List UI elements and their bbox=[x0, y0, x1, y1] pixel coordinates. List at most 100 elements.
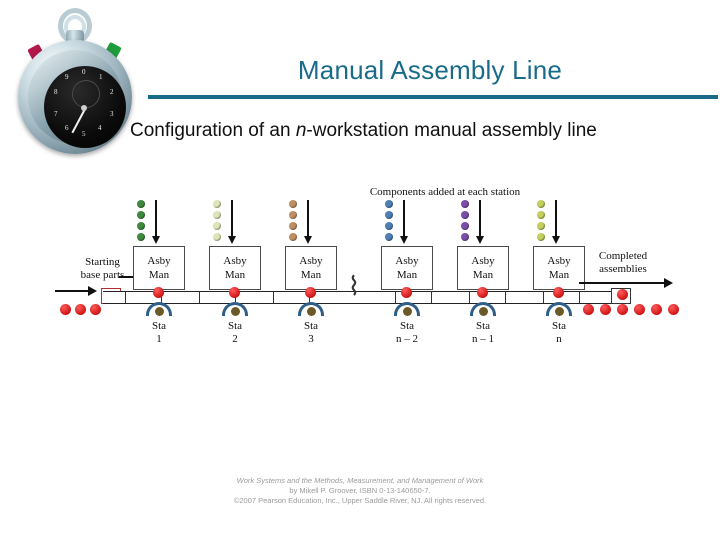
page-title: Manual Assembly Line bbox=[297, 55, 563, 85]
station-label-5: Sta n – 1 bbox=[460, 320, 506, 346]
workpiece-5 bbox=[477, 287, 488, 298]
workpiece-3 bbox=[305, 287, 316, 298]
stopwatch-icon: 0 1 2 3 4 5 6 7 8 9 bbox=[14, 8, 136, 154]
station-box-2: Asby Man bbox=[209, 246, 261, 290]
worker-5 bbox=[470, 302, 496, 318]
component-stack-3 bbox=[289, 200, 299, 244]
stopwatch-numeral-1: 1 bbox=[99, 73, 103, 81]
station-box-line1: Asby bbox=[547, 255, 571, 267]
completed-assembly-part bbox=[651, 304, 662, 315]
stopwatch-case: 0 1 2 3 4 5 6 7 8 9 bbox=[18, 40, 132, 154]
workpiece-6 bbox=[553, 287, 564, 298]
stopwatch-bezel: 0 1 2 3 4 5 6 7 8 9 bbox=[28, 50, 126, 148]
station-number: 3 bbox=[308, 333, 314, 345]
body-text: Configuration of an n-workstation manual… bbox=[130, 118, 600, 144]
station-label-2: Sta 2 bbox=[212, 320, 258, 346]
station-label-1: Sta 1 bbox=[136, 320, 182, 346]
completed-assembly-part bbox=[583, 304, 594, 315]
component-arrow-6 bbox=[551, 200, 561, 246]
worker-2 bbox=[222, 302, 248, 318]
body-text-suffix: -workstation manual assembly line bbox=[306, 120, 597, 141]
worker-1 bbox=[146, 302, 172, 318]
station-box-1: Asby Man bbox=[133, 246, 185, 290]
completed-workpiece bbox=[617, 289, 628, 300]
component-stack-1 bbox=[137, 200, 147, 244]
station-box-line2: Man bbox=[472, 269, 494, 281]
completed-assembly-part bbox=[668, 304, 679, 315]
stopwatch-numeral-0: 0 bbox=[82, 68, 86, 76]
component-arrow-5 bbox=[475, 200, 485, 246]
workpiece-2 bbox=[229, 287, 240, 298]
station-box-line1: Asby bbox=[147, 255, 171, 267]
input-flow-arrow bbox=[55, 286, 99, 296]
station-box-6: Asby Man bbox=[533, 246, 585, 290]
completed-assembly-part bbox=[617, 304, 628, 315]
station-box-3: Asby Man bbox=[285, 246, 337, 290]
title-divider bbox=[148, 95, 718, 99]
station-box-5: Asby Man bbox=[457, 246, 509, 290]
stopwatch-numeral-3: 3 bbox=[110, 110, 114, 118]
station-label-text: Sta bbox=[151, 320, 167, 332]
station-box-line1: Asby bbox=[299, 255, 323, 267]
station-label-text: Sta bbox=[551, 320, 567, 332]
station-label-text: Sta bbox=[475, 320, 491, 332]
station-label-6: Sta n bbox=[536, 320, 582, 346]
station-box-4: Asby Man bbox=[381, 246, 433, 290]
completed-assemblies-line1: Completed bbox=[598, 250, 648, 262]
stopwatch-numeral-4: 4 bbox=[98, 124, 102, 132]
station-number: 1 bbox=[156, 333, 162, 345]
station-box-line2: Man bbox=[300, 269, 322, 281]
component-arrow-3 bbox=[303, 200, 313, 246]
footer-credits: Work Systems and the Methods, Measuremen… bbox=[0, 476, 720, 506]
stopwatch-numeral-2: 2 bbox=[110, 88, 114, 96]
station-label-text: Sta bbox=[399, 320, 415, 332]
stopwatch-numeral-8: 8 bbox=[54, 88, 58, 96]
worker-4 bbox=[394, 302, 420, 318]
station-number: n bbox=[556, 333, 562, 345]
footer-book-title: Work Systems and the Methods, Measuremen… bbox=[0, 476, 720, 486]
footer-copyright: ©2007 Pearson Education, Inc., Upper Sad… bbox=[233, 496, 487, 505]
component-arrow-4 bbox=[399, 200, 409, 246]
station-box-line2: Man bbox=[224, 269, 246, 281]
stopwatch-numeral-7: 7 bbox=[54, 110, 58, 118]
body-text-italic-n: n bbox=[295, 120, 307, 141]
stopwatch-center-pin bbox=[81, 105, 87, 111]
station-label-3: Sta 3 bbox=[288, 320, 334, 346]
station-number: n – 2 bbox=[396, 333, 418, 345]
component-stack-4 bbox=[385, 200, 395, 244]
incoming-part bbox=[90, 304, 101, 315]
workpiece-1 bbox=[153, 287, 164, 298]
station-number: n – 1 bbox=[472, 333, 494, 345]
stopwatch-numeral-5: 5 bbox=[82, 130, 86, 138]
incoming-part bbox=[75, 304, 86, 315]
assembly-line-diagram: Components added at each station Startin… bbox=[55, 186, 679, 366]
starting-base-parts-label: Starting base parts bbox=[60, 256, 145, 282]
station-number: 2 bbox=[232, 333, 238, 345]
completed-assemblies-label: Completed assemblies bbox=[573, 250, 673, 276]
component-arrow-2 bbox=[227, 200, 237, 246]
footer-book-title-text: Work Systems and the Methods, Measuremen… bbox=[236, 476, 484, 485]
station-box-line1: Asby bbox=[395, 255, 419, 267]
completed-assembly-part bbox=[634, 304, 645, 315]
worker-3 bbox=[298, 302, 324, 318]
incoming-part bbox=[60, 304, 71, 315]
starting-base-parts-line1: Starting bbox=[85, 256, 120, 268]
body-text-prefix: Configuration of an bbox=[130, 120, 296, 141]
component-arrow-1 bbox=[151, 200, 161, 246]
station-box-line2: Man bbox=[548, 269, 570, 281]
component-stack-5 bbox=[461, 200, 471, 244]
workpiece-4 bbox=[401, 287, 412, 298]
stopwatch-subdial bbox=[72, 80, 100, 108]
figure-caption: Components added at each station bbox=[369, 186, 521, 198]
component-stack-6 bbox=[537, 200, 547, 244]
stopwatch-numeral-9: 9 bbox=[65, 73, 69, 81]
component-stack-2 bbox=[213, 200, 223, 244]
completed-assembly-part bbox=[600, 304, 611, 315]
line-break-symbol: ⌇ bbox=[347, 272, 361, 301]
output-flow-arrow bbox=[579, 278, 675, 288]
stopwatch-face: 0 1 2 3 4 5 6 7 8 9 bbox=[44, 66, 126, 148]
station-label-4: Sta n – 2 bbox=[384, 320, 430, 346]
station-box-line1: Asby bbox=[471, 255, 495, 267]
station-label-text: Sta bbox=[227, 320, 243, 332]
